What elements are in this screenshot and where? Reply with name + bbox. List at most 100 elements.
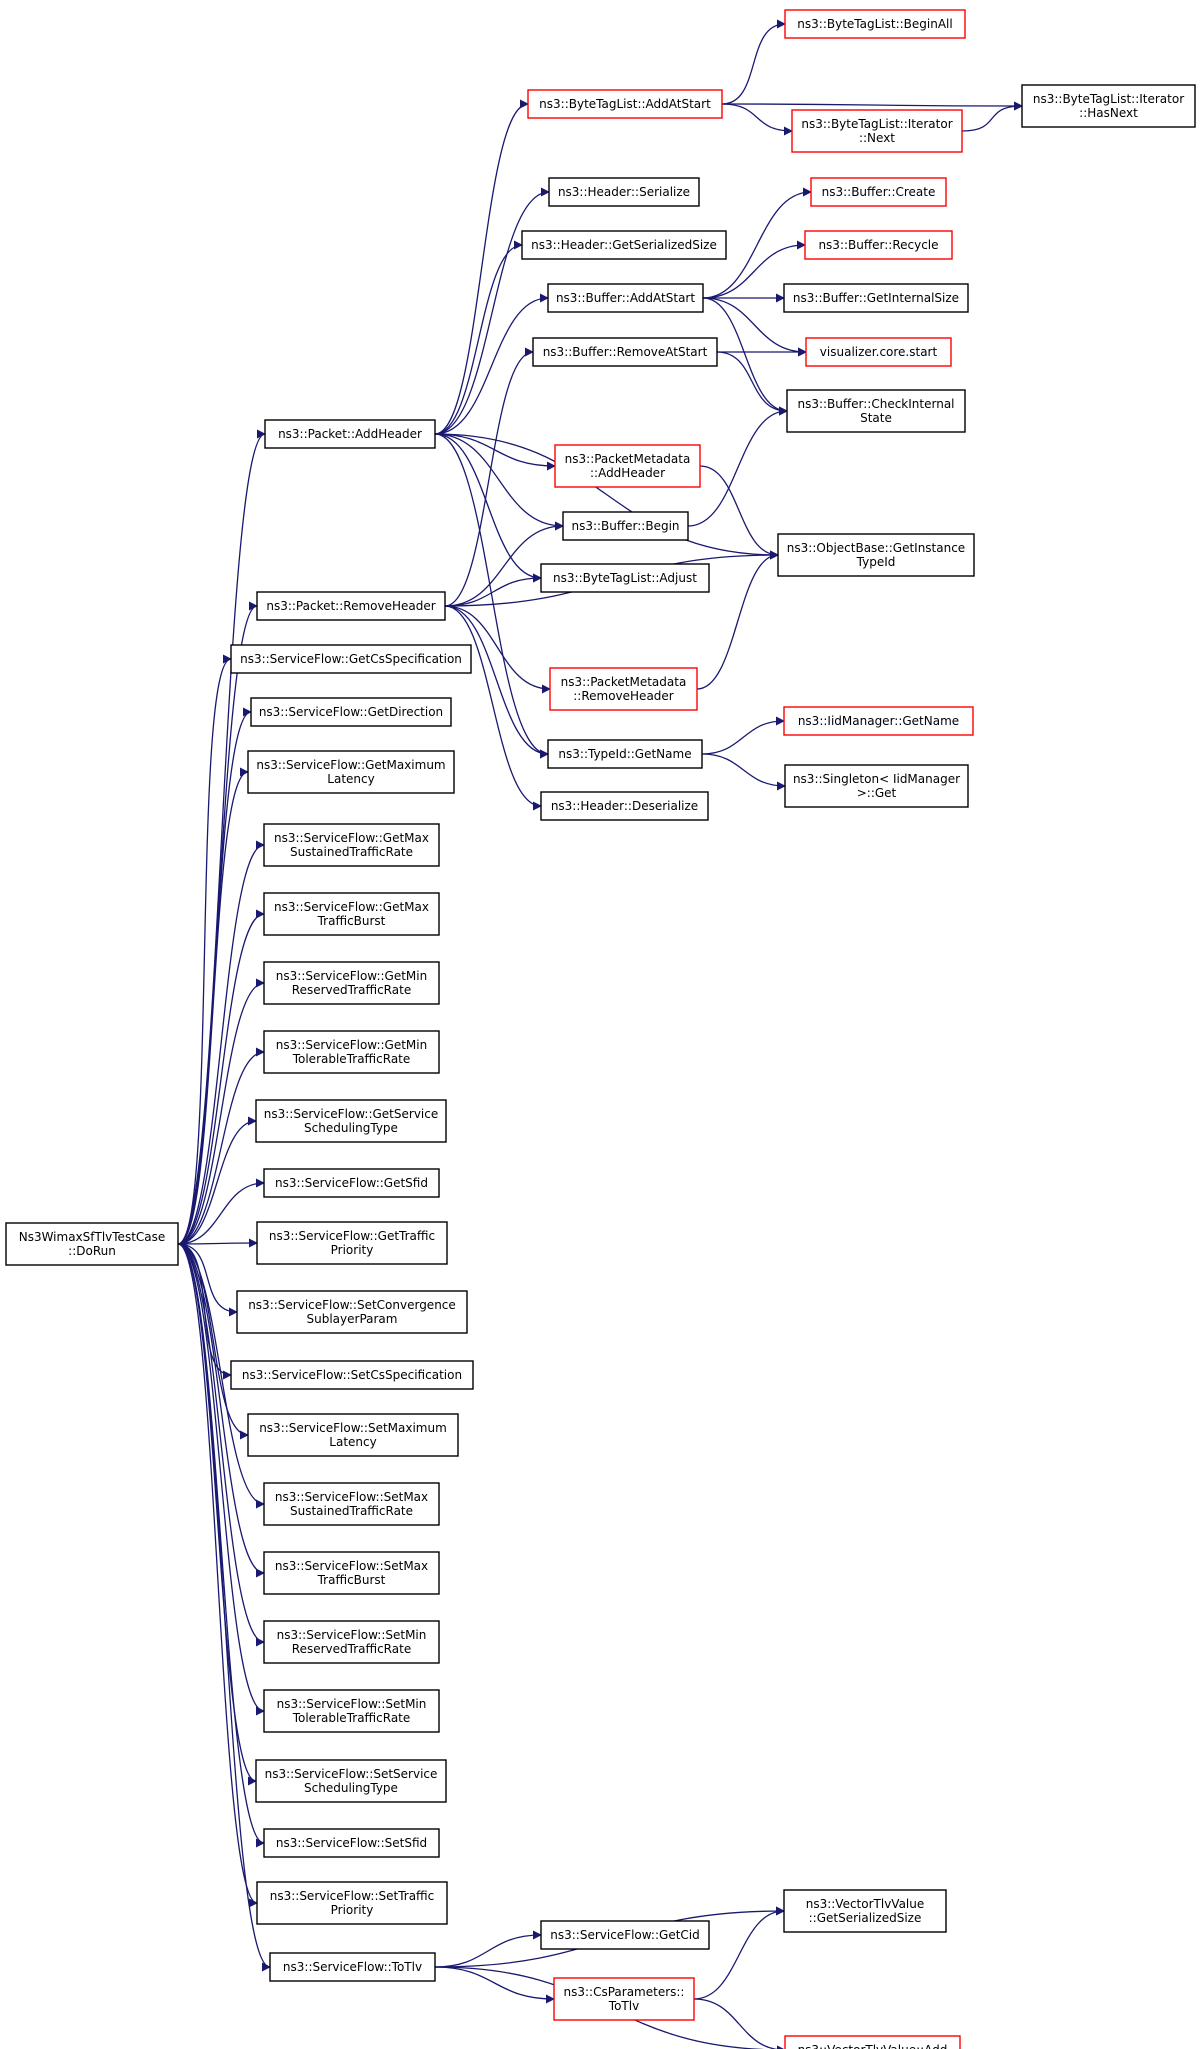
node-getSfid[interactable]: ns3::ServiceFlow::GetSfid: [263, 1168, 440, 1198]
node-label-line: ns3::Buffer::GetInternalSize: [793, 291, 959, 305]
node-getMinReserved[interactable]: ns3::ServiceFlow::GetMinReservedTrafficR…: [263, 961, 440, 1005]
node-label-line: ns3::Packet::AddHeader: [278, 427, 422, 441]
edge-removeHeader-to-bufBegin: [444, 521, 564, 607]
edge-root-to-getMaxLatency: [177, 767, 249, 1245]
node-getSchedType[interactable]: ns3::ServiceFlow::GetServiceSchedulingTy…: [255, 1099, 447, 1143]
node-box: [263, 1551, 440, 1595]
node-label-line: ns3::Buffer::CheckInternal: [797, 397, 954, 411]
node-hdrDeserialize[interactable]: ns3::Header::Deserialize: [540, 791, 709, 821]
node-label-line: ns3::PacketMetadata: [565, 452, 691, 466]
node-label-line: ns3::ServiceFlow::GetCid: [550, 1928, 699, 1942]
node-setSfid[interactable]: ns3::ServiceFlow::SetSfid: [263, 1828, 440, 1858]
edge-addHeader-to-btlAddAtStart: [434, 99, 529, 435]
node-getDirection[interactable]: ns3::ServiceFlow::GetDirection: [250, 697, 452, 727]
node-label-line: ::GetSerializedSize: [809, 1911, 922, 1925]
edge-root-to-setConvSublayer: [177, 1243, 238, 1317]
node-singletonGet[interactable]: ns3::Singleton< IidManager>::Get: [784, 764, 969, 808]
node-vecTlvGetSerSize[interactable]: ns3::VectorTlvValue::GetSerializedSize: [783, 1889, 947, 1933]
node-bufBegin[interactable]: ns3::Buffer::Begin: [562, 511, 689, 541]
edge-addHeader-to-bufAddAtStart: [434, 293, 549, 435]
node-toTlv[interactable]: ns3::ServiceFlow::ToTlv: [269, 1952, 436, 1982]
node-btlIterNext[interactable]: ns3::ByteTagList::Iterator::Next: [791, 109, 963, 153]
node-setCsSpec[interactable]: ns3::ServiceFlow::SetCsSpecification: [230, 1360, 474, 1390]
node-btlBeginAll[interactable]: ns3::ByteTagList::BeginAll: [784, 9, 966, 39]
node-hdrGetSerSize[interactable]: ns3::Header::GetSerializedSize: [521, 230, 727, 260]
node-box: [532, 337, 718, 367]
node-btlIterHasNext[interactable]: ns3::ByteTagList::Iterator::HasNext: [1021, 84, 1196, 128]
node-hdrSerialize[interactable]: ns3::Header::Serialize: [548, 177, 700, 207]
edge-addHeader-to-bufBegin: [434, 433, 564, 531]
node-vecTlvAdd[interactable]: ns3::VectorTlvValue::Add: [784, 2035, 961, 2049]
node-csParamsToTlv[interactable]: ns3::CsParameters::ToTlv: [553, 1977, 695, 2021]
node-label-line: ::Next: [859, 131, 895, 145]
node-label-line: TolerableTrafficRate: [292, 1052, 411, 1066]
node-getMaxSustained[interactable]: ns3::ServiceFlow::GetMaxSustainedTraffic…: [263, 823, 440, 867]
edge-root-to-toTlv: [177, 1243, 271, 1972]
node-box: [263, 1030, 440, 1074]
node-label-line: SchedulingType: [304, 1121, 398, 1135]
node-bufGetInternalSize[interactable]: ns3::Buffer::GetInternalSize: [783, 283, 969, 313]
node-label-line: ns3::ServiceFlow::GetCsSpecification: [240, 652, 462, 666]
node-box: [527, 89, 723, 119]
node-setMinTolerable[interactable]: ns3::ServiceFlow::SetMinTolerableTraffic…: [263, 1689, 440, 1733]
node-label-line: ns3::Buffer::Create: [822, 185, 936, 199]
node-label-line: ns3::ServiceFlow::GetMax: [274, 831, 429, 845]
node-label-line: ns3::Buffer::Recycle: [818, 238, 938, 252]
node-getCsSpec[interactable]: ns3::ServiceFlow::GetCsSpecification: [230, 644, 472, 674]
edge-addHeader-to-typeIdGetName: [434, 433, 549, 759]
node-typeIdGetName[interactable]: ns3::TypeId::GetName: [547, 739, 703, 769]
node-pmAddHeader[interactable]: ns3::PacketMetadata::AddHeader: [554, 444, 701, 488]
edge-root-to-setMinReserved: [177, 1243, 265, 1647]
node-bufAddAtStart[interactable]: ns3::Buffer::AddAtStart: [547, 283, 704, 313]
node-label-line: ns3::Buffer::AddAtStart: [556, 291, 695, 305]
node-removeHeader[interactable]: ns3::Packet::RemoveHeader: [256, 591, 446, 621]
node-label-line: Priority: [331, 1903, 374, 1917]
node-addHeader[interactable]: ns3::Packet::AddHeader: [264, 419, 436, 449]
edge-root-to-setMinTolerable: [177, 1243, 265, 1716]
node-label-line: ToTlv: [608, 1999, 639, 2013]
edge-btlIterNext-to-btlIterHasNext: [961, 101, 1023, 132]
edge-root-to-getMinReserved: [177, 978, 265, 1245]
edge-csParamsToTlv-to-vecTlvGetSerSize: [693, 1906, 785, 2000]
node-box: [236, 1290, 468, 1334]
node-box: [521, 230, 727, 260]
node-bufRemoveAtStart[interactable]: ns3::Buffer::RemoveAtStart: [532, 337, 718, 367]
node-label-line: ns3::PacketMetadata: [561, 675, 687, 689]
node-root[interactable]: Ns3WimaxSfTlvTestCase::DoRun: [5, 1222, 179, 1266]
node-setSchedType[interactable]: ns3::ServiceFlow::SetServiceSchedulingTy…: [255, 1759, 447, 1803]
node-label-line: ns3::Header::Deserialize: [551, 799, 698, 813]
edge-toTlv-to-csParamsToTlv: [434, 1966, 555, 2004]
node-sfGetCid[interactable]: ns3::ServiceFlow::GetCid: [540, 1920, 710, 1950]
node-label-line: ns3::Header::Serialize: [558, 185, 690, 199]
node-label-line: ns3::Buffer::RemoveAtStart: [543, 345, 708, 359]
node-btlAdjust[interactable]: ns3::ByteTagList::Adjust: [540, 563, 710, 593]
node-bufRecycle[interactable]: ns3::Buffer::Recycle: [804, 230, 953, 260]
node-label-line: ns3::Buffer::Begin: [571, 519, 679, 533]
edge-addHeader-to-pmAddHeader: [434, 433, 556, 471]
node-label-line: ns3::ServiceFlow::SetMax: [275, 1559, 428, 1573]
node-btlAddAtStart[interactable]: ns3::ByteTagList::AddAtStart: [527, 89, 723, 119]
node-pmRemoveHeader[interactable]: ns3::PacketMetadata::RemoveHeader: [549, 667, 698, 711]
node-iidGetName[interactable]: ns3::IidManager::GetName: [783, 706, 974, 736]
edge-removeHeader-to-pmRemoveHeader: [444, 605, 551, 694]
node-getMinTolerable[interactable]: ns3::ServiceFlow::GetMinTolerableTraffic…: [263, 1030, 440, 1074]
node-setConvSublayer[interactable]: ns3::ServiceFlow::SetConvergenceSublayer…: [236, 1290, 468, 1334]
node-setMinReserved[interactable]: ns3::ServiceFlow::SetMinReservedTrafficR…: [263, 1620, 440, 1664]
edge-addHeader-to-hdrGetSerSize: [434, 240, 523, 435]
node-setMaxSustained[interactable]: ns3::ServiceFlow::SetMaxSustainedTraffic…: [263, 1482, 440, 1526]
node-box: [263, 1689, 440, 1733]
node-bufCreate[interactable]: ns3::Buffer::Create: [810, 177, 947, 207]
node-box: [256, 1221, 448, 1265]
node-label-line: SchedulingType: [304, 1781, 398, 1795]
edge-bufAddAtStart-to-bufCreate: [702, 187, 812, 299]
node-vizStart[interactable]: visualizer.core.start: [805, 337, 952, 367]
node-label-line: TrafficBurst: [317, 1573, 386, 1587]
